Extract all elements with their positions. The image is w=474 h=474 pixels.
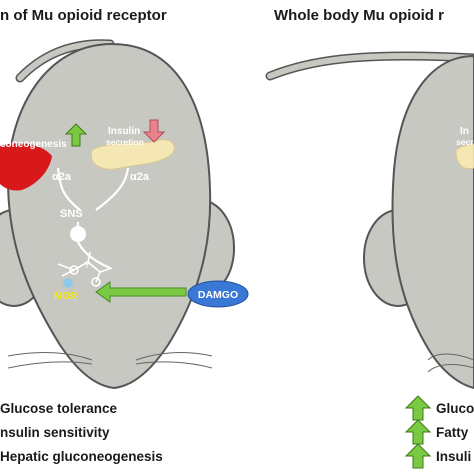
damgo-label: DAMGO [198,289,238,301]
left-outcome-2: nsulin sensitivity [0,425,110,440]
damgo-arrow [95,281,187,303]
pancreas-organ [90,139,175,170]
left-outcome-1: Glucose tolerance [0,401,118,416]
liver-organ [0,143,52,191]
gluconeogenesis-up-arrow [64,123,88,147]
outcome-up-arrow-3 [404,443,432,469]
mor-neuron [57,251,113,287]
right-mouse-whiskers [427,353,474,373]
outcome-up-arrow-2 [404,419,432,445]
right-outcome-arrows [404,395,432,469]
insulin-secretion-down-arrow [142,119,166,143]
damgo-badge [187,280,249,308]
insulin-secretion-label-line2: secretion [106,137,144,147]
gluconeogenesis-label: coneogenesis [0,139,67,150]
sns-label: SNS [60,208,83,220]
right-outcome-2: Fatty [436,425,469,440]
right-insulin-secretion-label-line1: In [460,126,469,137]
right-panel-title: Whole body Mu opioid r [274,7,444,24]
left-mouse-body [6,42,212,390]
left-mouse-whiskers [7,352,213,369]
right-pancreas-organ [455,143,474,170]
right-mouse-body [391,54,474,390]
right-insulin-secretion-label-line2: secre [456,137,474,147]
mor-label: MOR [54,291,78,302]
alpha2a-left-label: α2a [52,171,72,183]
left-panel-title: n of Mu opioid receptor [0,7,167,24]
sns-ganglion [70,226,86,242]
insulin-secretion-label-line1: Insulin [108,126,140,137]
mor-receptor [63,278,73,288]
left-outcome-3: Hepatic gluconeogenesis [0,449,163,464]
right-mouse [265,51,474,390]
alpha2a-right-label: α2a [130,171,150,183]
left-mouse [0,39,249,390]
outcome-up-arrow-1 [404,395,432,421]
right-outcome-1: Gluco [436,401,474,416]
question-mark-label: ? [84,260,90,270]
right-outcome-3: Insuli [436,449,471,464]
